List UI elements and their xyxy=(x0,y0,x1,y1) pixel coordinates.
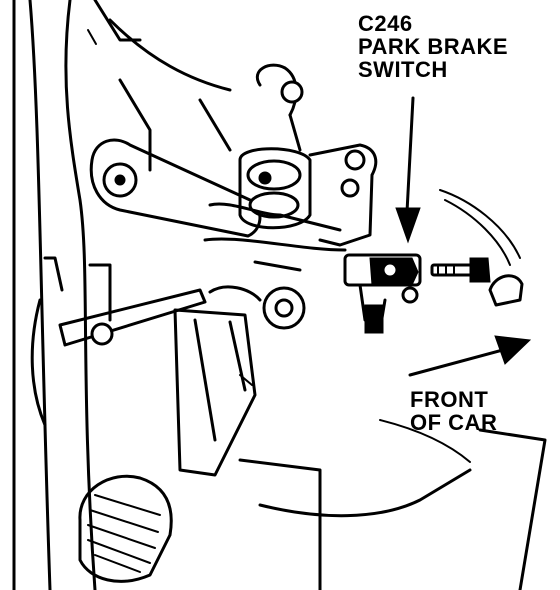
pedal-housing xyxy=(203,143,378,252)
pedal-lever-arm xyxy=(173,308,257,477)
front-direction-arrow xyxy=(408,335,532,377)
door-pillar xyxy=(12,0,142,590)
front-line2-text: OF CAR xyxy=(410,410,498,436)
floor-panel xyxy=(238,419,547,590)
front-line1-text: FRONT xyxy=(410,387,489,412)
connector-c246 xyxy=(439,189,524,307)
front-callout-label: FRONT OF CAR xyxy=(410,388,497,434)
switch-line1-text: PARK BRAKE xyxy=(358,34,509,60)
upper-mounting-bracket xyxy=(238,63,312,230)
brake-rod xyxy=(30,256,207,427)
dash-bracket xyxy=(108,18,232,172)
pivot-link-arm xyxy=(89,138,262,238)
pivot-bolt xyxy=(208,260,306,330)
brake-pedal-pad xyxy=(78,474,173,583)
switch-line2-text: SWITCH xyxy=(358,57,448,83)
switch-pointer-arrow xyxy=(395,96,421,244)
connector-id-text: C246 xyxy=(358,11,413,36)
park-brake-switch xyxy=(343,253,422,334)
mounting-bolt xyxy=(430,257,491,283)
switch-callout-label: C246 PARK BRAKE SWITCH xyxy=(358,12,508,81)
